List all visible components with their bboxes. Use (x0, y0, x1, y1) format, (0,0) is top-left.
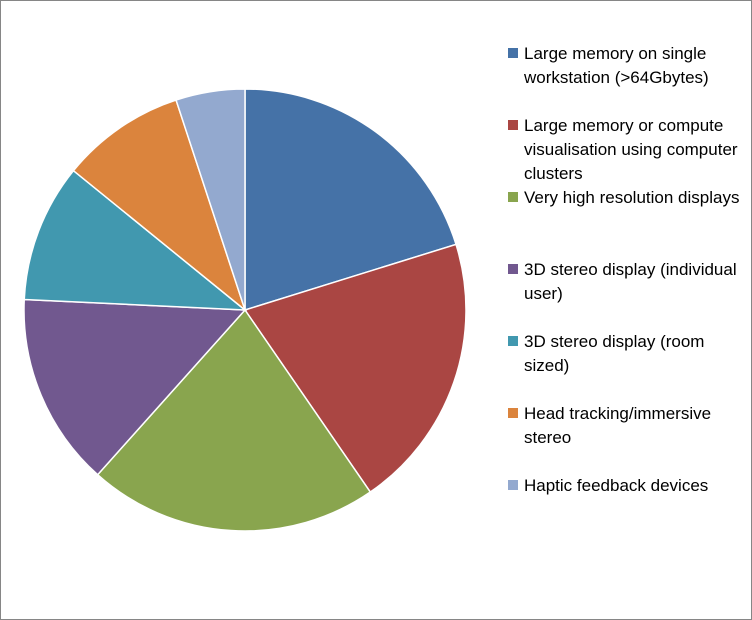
pie-slices (23, 88, 467, 532)
pie-slice (96, 308, 372, 532)
legend-label: Haptic feedback devices (524, 476, 709, 495)
pie-slice (23, 298, 247, 476)
pie-slice (23, 169, 248, 311)
pie-slice (244, 88, 457, 312)
legend-label: 3D stereo display (individual user) (524, 260, 737, 303)
legend-label: Very high resolution displays (524, 188, 740, 207)
legend-label: Head tracking/immersive stereo (524, 404, 712, 447)
legend-label: Large memory on single workstation (>64G… (524, 44, 709, 87)
legend-label: Large memory or compute visualisation us… (524, 116, 738, 183)
pie-slice (72, 99, 247, 313)
legend-swatch (508, 336, 518, 346)
legend-swatch (508, 264, 518, 274)
legend-swatch (508, 408, 518, 418)
pie-slice (175, 88, 246, 311)
legend-swatch (508, 480, 518, 490)
legend-label: 3D stereo display (room sized) (524, 332, 705, 375)
legend-swatch (508, 192, 518, 202)
pie-slice (243, 243, 467, 494)
legend-swatch (508, 48, 518, 58)
legend-swatch (508, 120, 518, 130)
